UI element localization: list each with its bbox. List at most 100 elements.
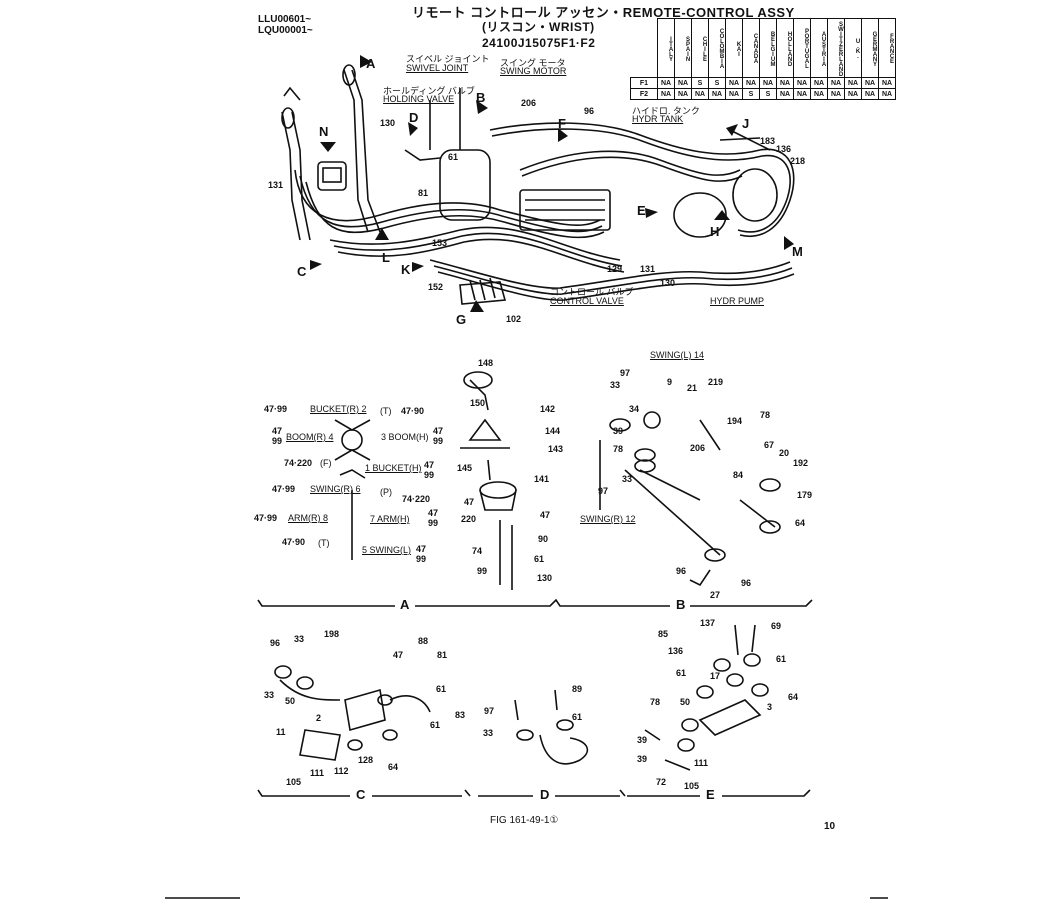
part-number: 81 <box>437 650 448 660</box>
part-number: 90 <box>538 534 549 544</box>
holding-valve-label: HOLDING VALVE <box>383 94 455 104</box>
part-number: 99 <box>477 566 488 576</box>
swing-motor-jp-label: スイング モータ <box>500 58 566 68</box>
section-a-port-name: BOOM(R) 4 <box>286 432 334 442</box>
hydr-tank-jp-label: ハイドロ. タンク <box>632 106 700 116</box>
part-number: 47 <box>540 510 551 520</box>
section-label-b: B <box>676 597 686 612</box>
part-number: 96 <box>741 578 752 588</box>
part-number: 148 <box>478 358 494 368</box>
part-number: 64 <box>795 518 806 528</box>
section-a-right-ref: 47 99 <box>428 508 439 528</box>
section-a-port-code: (P) <box>380 487 392 497</box>
callout-a: A <box>366 56 376 71</box>
country-header: KAI <box>725 18 743 78</box>
part-number: 130 <box>660 278 676 288</box>
part-number: 96 <box>676 566 687 576</box>
part-number: 9 <box>667 377 673 387</box>
page-number: 10 <box>824 821 836 832</box>
part-number: 129 <box>607 264 623 274</box>
section-a-right-ref: 47 99 <box>424 460 435 480</box>
section-a-right-ref: 47 99 <box>433 426 444 446</box>
section-a-port-code: 5 SWING(L) <box>362 545 412 555</box>
part-number: 142 <box>540 404 556 414</box>
section-a-left-ref: 47 99 <box>272 426 283 446</box>
callout-h: H <box>710 224 720 239</box>
section-a-left-ref: 47·90 <box>282 537 306 547</box>
part-number: 105 <box>684 781 700 791</box>
section-a-port-name: BUCKET(R) 2 <box>310 404 367 414</box>
part-number: 96 <box>270 638 281 648</box>
part-number: 96 <box>584 106 595 116</box>
part-number: 50 <box>285 696 296 706</box>
part-number: 61 <box>676 668 687 678</box>
part-number: 141 <box>534 474 550 484</box>
part-number: 218 <box>790 156 806 166</box>
hydr-tank-label: HYDR TANK <box>632 114 684 124</box>
callout-g: G <box>456 312 467 327</box>
holding-valve-jp-label: ホールディング バルブ <box>383 86 475 96</box>
part-number: 97 <box>484 706 495 716</box>
part-number: 97 <box>620 368 631 378</box>
section-a-port-code: 1 BUCKET(H) <box>365 463 422 473</box>
part-number: 130 <box>380 118 396 128</box>
part-number: 33 <box>622 474 633 484</box>
part-number: 220 <box>461 514 477 524</box>
part-number: 61 <box>534 554 545 564</box>
country-header: PORTUGAL <box>793 18 811 78</box>
part-number: 3 <box>767 702 773 712</box>
callout-f: F <box>558 116 566 131</box>
country-applicability-table: ITALY SPAIN CHILE COLOMBIA KAI CANADA BE… <box>630 18 896 100</box>
section-a-right-ref: 47 99 <box>416 544 427 564</box>
country-header: FRANCE <box>878 18 896 78</box>
figure-number: FIG 161-49-1① <box>490 815 559 826</box>
section-a-port-code: 7 ARM(H) <box>370 514 410 524</box>
part-number: 34 <box>629 404 640 414</box>
country-header: CANADA <box>742 18 760 78</box>
part-number: 33 <box>294 634 305 644</box>
section-a-port-name: (F) <box>320 458 332 468</box>
part-number: 131 <box>640 264 656 274</box>
country-header: COLOMBIA <box>708 18 726 78</box>
part-number: 97 <box>598 486 609 496</box>
part-number: 27 <box>710 590 721 600</box>
part-number: 206 <box>521 98 537 108</box>
section-label-e: E <box>706 787 715 802</box>
section-label-a: A <box>400 597 410 612</box>
section-a-left-ref: 47·99 <box>272 484 296 494</box>
part-number: 84 <box>733 470 744 480</box>
part-number: 128 <box>358 755 374 765</box>
swing-l-label: SWING(L) 14 <box>650 350 705 360</box>
part-number: 179 <box>797 490 813 500</box>
country-header: U.K. <box>844 18 862 78</box>
part-number: 11 <box>276 727 286 737</box>
part-number: 105 <box>286 777 302 787</box>
part-number: 130 <box>537 573 553 583</box>
country-header: GERMANY <box>861 18 879 78</box>
part-number: 144 <box>545 426 561 436</box>
table-row: F1 NA NA S S NA NA NA NA NA NA NA NA NA … <box>630 77 896 89</box>
serial-range-1: LLU00601~ <box>258 14 312 25</box>
callout-c: C <box>297 264 307 279</box>
part-number: 194 <box>727 416 743 426</box>
callout-k: K <box>401 262 411 277</box>
section-a-port-code: 3 BOOM(H) <box>381 432 429 442</box>
part-number: 143 <box>548 444 564 454</box>
part-number: 198 <box>324 629 340 639</box>
section-a-left-ref: 47·99 <box>254 513 278 523</box>
callout-j: J <box>742 116 750 131</box>
part-number: 78 <box>760 410 771 420</box>
country-header: HOLLAND <box>776 18 794 78</box>
section-label-d: D <box>540 787 550 802</box>
part-number: 33 <box>483 728 494 738</box>
part-number: 50 <box>680 697 691 707</box>
section-a-left-ref: 74·220 <box>284 458 313 468</box>
part-number: 85 <box>658 629 669 639</box>
section-a-port-code: (T) <box>380 406 392 416</box>
part-number: 69 <box>771 621 782 631</box>
part-number: 131 <box>268 180 284 190</box>
country-header: SPAIN <box>674 18 692 78</box>
part-number: 183 <box>760 136 776 146</box>
part-number: 83 <box>455 710 466 720</box>
